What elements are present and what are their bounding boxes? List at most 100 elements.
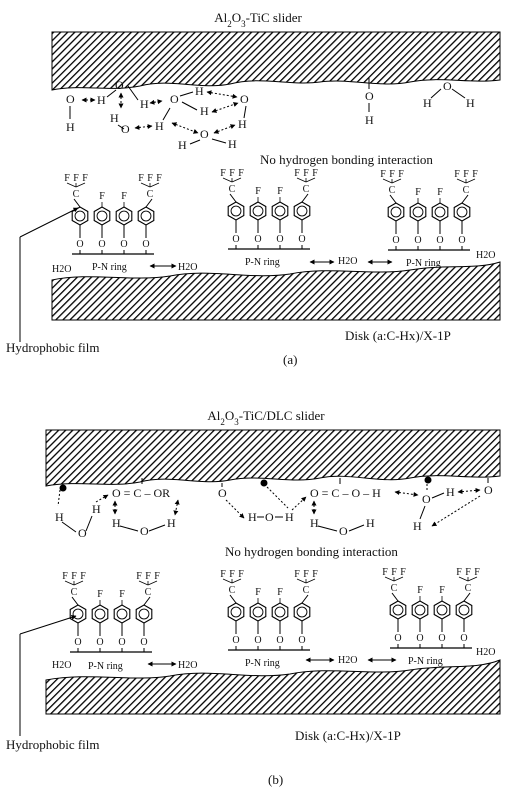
svg-text:F: F — [121, 191, 127, 202]
svg-text:F: F — [64, 173, 70, 184]
water-a1: H2O — [52, 264, 71, 275]
svg-text:O: O — [78, 526, 87, 540]
svg-text:F: F — [220, 168, 226, 179]
svg-text:H: H — [285, 510, 294, 524]
svg-text:H: H — [140, 97, 149, 111]
svg-text:H: H — [155, 119, 164, 133]
svg-text:O: O — [66, 92, 75, 106]
svg-text:F: F — [156, 173, 162, 184]
svg-text:C: C — [147, 189, 154, 200]
ring-label-a1: P-N ring — [92, 262, 127, 273]
svg-text:F: F — [73, 173, 79, 184]
svg-text:H: H — [200, 104, 209, 118]
svg-text:H: H — [446, 485, 455, 499]
svg-text:O: O — [140, 524, 149, 538]
svg-text:F: F — [136, 571, 142, 582]
svg-text:O: O — [298, 635, 305, 646]
water-b3: H2O — [338, 655, 357, 666]
dlc-surface-groups-b: H O H O = C – OR H O H O H O H O = C – O… — [55, 476, 493, 540]
svg-text:C: C — [71, 587, 78, 598]
water-b2: H2O — [178, 660, 197, 671]
svg-text:C: C — [229, 184, 236, 195]
svg-text:H: H — [110, 111, 119, 125]
caption-a: (a) — [283, 352, 297, 367]
svg-text:F: F — [454, 169, 460, 180]
svg-text:F: F — [382, 567, 388, 578]
svg-text:O: O — [438, 633, 445, 644]
svg-text:F: F — [220, 569, 226, 580]
svg-text:H: H — [195, 84, 204, 98]
svg-text:H: H — [238, 117, 247, 131]
svg-text:F: F — [463, 169, 469, 180]
svg-text:O: O — [232, 234, 239, 245]
svg-text:F: F — [145, 571, 151, 582]
svg-text:F: F — [154, 571, 160, 582]
svg-text:H: H — [112, 516, 121, 530]
svg-text:F: F — [312, 168, 318, 179]
svg-text:C: C — [303, 184, 310, 195]
svg-text:F: F — [255, 186, 261, 197]
svg-text:O: O — [443, 79, 452, 93]
ring-label-b1: P-N ring — [88, 661, 123, 672]
note-a: No hydrogen bonding interaction — [260, 152, 433, 167]
svg-text:H: H — [310, 516, 319, 530]
chain-b1: O = C – OR — [112, 486, 170, 500]
water-b1: H2O — [52, 660, 71, 671]
ring-label-a3: P-N ring — [406, 258, 441, 269]
disk-label-b: Disk (a:C-Hx)/X-1P — [295, 728, 401, 743]
slider-block-b — [45, 429, 501, 487]
isolated-water-a: O H O H H — [365, 78, 475, 127]
svg-text:C: C — [73, 189, 80, 200]
svg-text:H: H — [178, 138, 187, 152]
svg-text:F: F — [391, 567, 397, 578]
svg-text:F: F — [303, 569, 309, 580]
svg-text:F: F — [294, 569, 300, 580]
ring-label-b3: P-N ring — [408, 656, 443, 667]
svg-text:H: H — [167, 516, 176, 530]
svg-text:O: O — [392, 235, 399, 246]
ring-label-b2: P-N ring — [245, 658, 280, 669]
disk-block-a — [51, 261, 501, 321]
water-labels-a: H2O H2O H2O H2O — [52, 250, 495, 275]
svg-text:O: O — [422, 492, 431, 506]
svg-text:O: O — [458, 235, 465, 246]
svg-text:O: O — [254, 234, 261, 245]
slider-block-a — [51, 31, 501, 91]
svg-text:F: F — [238, 168, 244, 179]
chain-b2: O = C – O – H — [310, 486, 381, 500]
svg-text:H: H — [248, 510, 257, 524]
svg-text:O: O — [96, 637, 103, 648]
svg-text:O: O — [240, 92, 249, 106]
note-b: No hydrogen bonding interaction — [225, 544, 398, 559]
svg-text:C: C — [229, 585, 236, 596]
svg-text:O: O — [436, 235, 443, 246]
svg-text:O: O — [74, 637, 81, 648]
svg-text:O: O — [416, 633, 423, 644]
water-b4: H2O — [476, 647, 495, 658]
svg-text:H: H — [228, 137, 237, 151]
svg-text:F: F — [439, 585, 445, 596]
svg-text:F: F — [82, 173, 88, 184]
svg-text:C: C — [389, 185, 396, 196]
svg-text:O: O — [298, 234, 305, 245]
svg-text:F: F — [255, 587, 261, 598]
svg-text:H: H — [66, 120, 75, 134]
slider-label-b: Al2O3-TiC/DLC slider — [207, 408, 325, 427]
svg-text:C: C — [463, 185, 470, 196]
svg-text:F: F — [277, 186, 283, 197]
svg-text:F: F — [400, 567, 406, 578]
svg-text:F: F — [229, 569, 235, 580]
water-cluster-a: O H H O H O H O H H H O O H H H — [66, 78, 249, 152]
svg-text:H: H — [466, 96, 475, 110]
svg-text:F: F — [62, 571, 68, 582]
svg-text:H: H — [55, 510, 64, 524]
svg-text:H: H — [92, 502, 101, 516]
svg-text:H: H — [365, 113, 374, 127]
svg-text:O: O — [414, 235, 421, 246]
